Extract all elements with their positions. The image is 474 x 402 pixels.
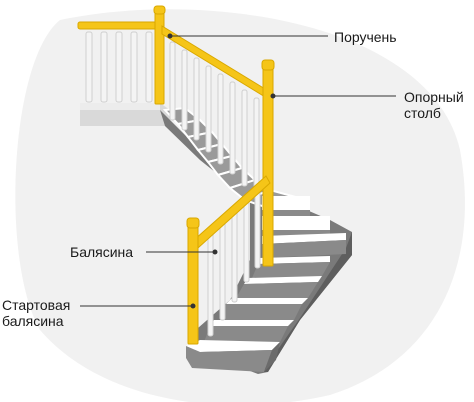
landing-balusters (85, 31, 153, 103)
starting-baluster-label: Стартовая балясина (2, 297, 71, 329)
winder-balusters (169, 41, 260, 195)
lower-balusters (207, 187, 261, 337)
handrail-label: Поручень (334, 29, 397, 45)
newel-post-label: Опорный столб (404, 89, 464, 121)
top-newel-post (154, 11, 165, 105)
landing-handrail (77, 21, 165, 30)
lower-steps (186, 196, 346, 372)
baluster-label: Балясина (70, 244, 134, 260)
leader-lines (80, 33, 396, 309)
handrail-system (77, 5, 275, 345)
upper-landing (80, 103, 170, 126)
starting-post (187, 225, 199, 345)
